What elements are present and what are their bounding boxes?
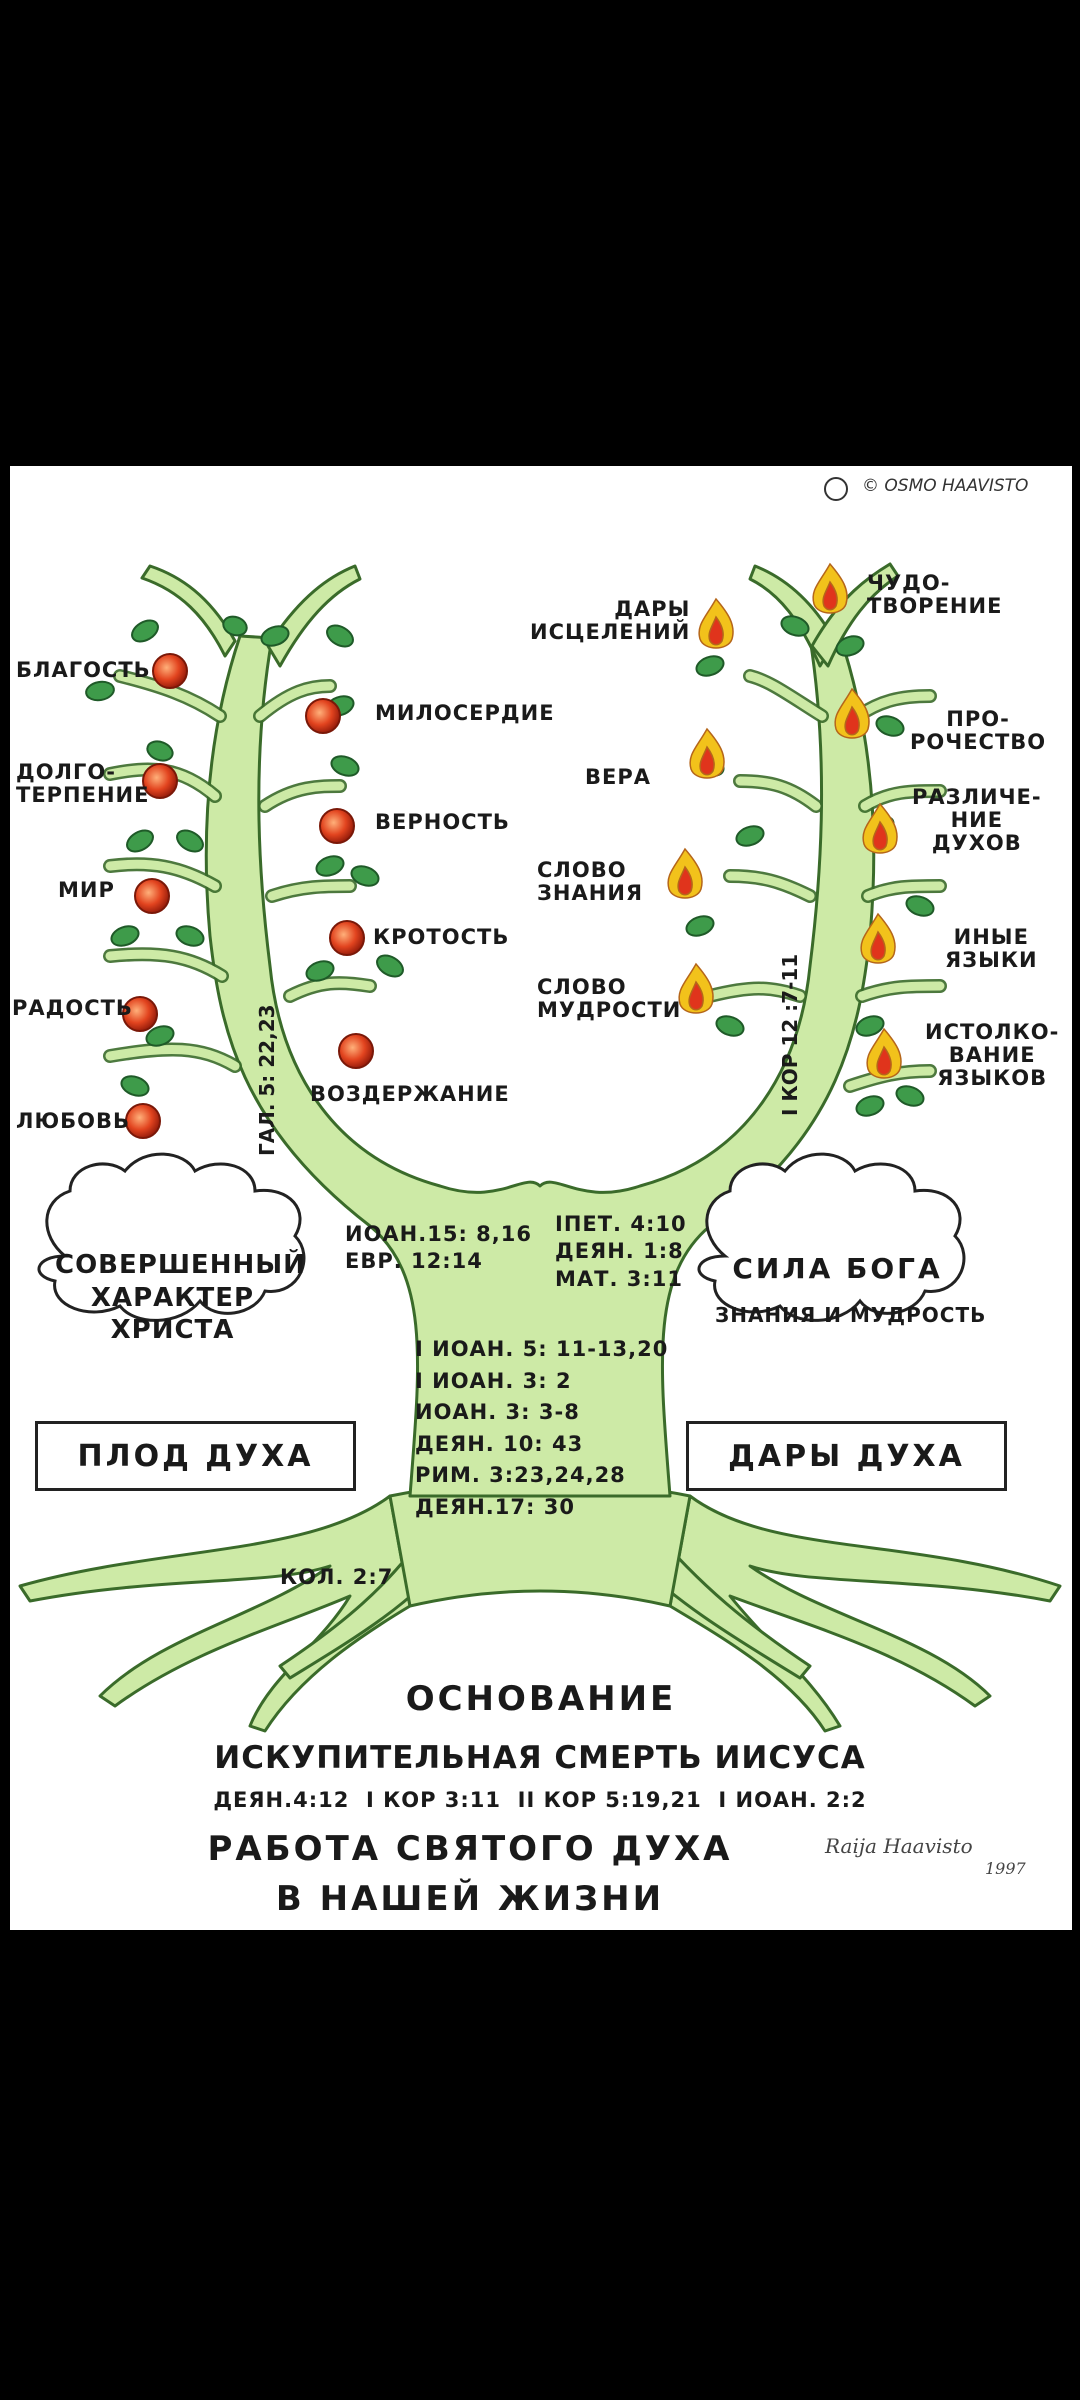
ref-kor: I КОР 12 :7-11 [778,953,802,1116]
cloud-right [697,1152,966,1322]
label-mir: МИР [58,878,115,902]
label-slovo-znaniya: СЛОВО ЗНАНИЯ [537,858,644,906]
label-vozderzhanie: ВОЗДЕРЖАНИЕ [310,1082,510,1106]
tree-roots [18,1479,1062,1733]
box-dary-duha: ДАРЫ ДУХА [686,1421,1007,1491]
label-vera: ВЕРА [585,765,651,789]
diagram-canvas: © OSMO HAAVISTO БЛАГОСТЬ МИЛОСЕРДИЕ ДОЛГ… [10,466,1072,1930]
signature-year: 1997 [985,1859,1026,1878]
copyright-text: © OSMO HAAVISTO [862,476,1029,496]
box-plod-duha: ПЛОД ДУХА [35,1421,356,1491]
label-blagost: БЛАГОСТЬ [16,658,151,682]
label-krotost: КРОТОСТЬ [373,925,510,949]
ref-right-trunk: IПЕТ. 4:10 ДЕЯН. 1:8 МАТ. 3:11 [555,1212,687,1291]
cloud-right-title: СИЛА БОГА [732,1252,943,1285]
ref-left-trunk: ИОАН.15: 8,16 ЕВР. 12:14 [345,1222,532,1274]
cloud-right-subtitle: ЗНАНИЯ И МУДРОСТЬ [715,1303,987,1327]
tree-trunk [140,562,900,1498]
foundation-refs: ДЕЯН.4:12 I КОР 3:11 II КОР 5:19,21 I ИО… [213,1788,867,1812]
fruit-blagost [152,653,188,689]
label-dolgoterpenie: ДОЛГО- ТЕРПЕНИЕ [16,760,150,808]
tree-illustration [18,477,1062,1733]
label-slovo-mudrosti: СЛОВО МУДРОСТИ [537,975,682,1023]
fruit-vozderzhanie [338,1033,374,1069]
foundation-title: ОСНОВАНИЕ [405,1679,677,1719]
signature-name: Raija Haavisto [825,1834,973,1858]
label-chudotvorenie: ЧУДО- ТВОРЕНИЕ [867,571,1003,619]
copyright-icon [824,477,848,501]
ref-kol: КОЛ. 2:7 [280,1565,394,1589]
label-miloserdie: МИЛОСЕРДИЕ [375,701,555,725]
fruit-radost [122,996,158,1032]
fruit-dolgoterpenie [142,763,178,799]
cloud-left [37,1152,306,1322]
cloud-left-text: СОВЕРШЕННЫЙ ХАРАКТЕР ХРИСТА [55,1250,306,1345]
label-istolkovanie: ИСТОЛКО- ВАНИЕ ЯЗЫКОВ [925,1020,1060,1091]
fruits [122,653,374,1139]
label-lyubov: ЛЮБОВЬ [16,1109,130,1133]
label-istseleniy: ДАРЫ ИСЦЕЛЕНИЙ [530,597,691,645]
clouds [37,1152,966,1322]
fruit-krotost [329,920,365,956]
fruit-mir [134,878,170,914]
ref-gal: ГАЛ. 5: 22,23 [255,1004,279,1156]
flames [667,562,902,1079]
foundation-subtitle: ИСКУПИТЕЛЬНАЯ СМЕРТЬ ИИСУСА [214,1740,866,1776]
fruit-miloserdie [305,698,341,734]
fruit-vernost [319,808,355,844]
fruit-lyubov [125,1103,161,1139]
work-line-1: РАБОТА СВЯТОГО ДУХА [207,1829,733,1869]
label-prorochestvo: ПРО- РОЧЕСТВО [910,707,1047,755]
label-razlichenie: РАЗЛИЧЕ- НИЕ ДУХОВ [912,785,1042,856]
label-inye-yazyki: ИНЫЕ ЯЗЫКИ [945,925,1038,973]
label-vernost: ВЕРНОСТЬ [375,810,510,834]
work-line-2: В НАШЕЙ ЖИЗНИ [275,1879,665,1919]
label-radost: РАДОСТЬ [12,996,133,1020]
ref-center: I ИОАН. 5: 11-13,20 I ИОАН. 3: 2 ИОАН. 3… [415,1337,669,1519]
